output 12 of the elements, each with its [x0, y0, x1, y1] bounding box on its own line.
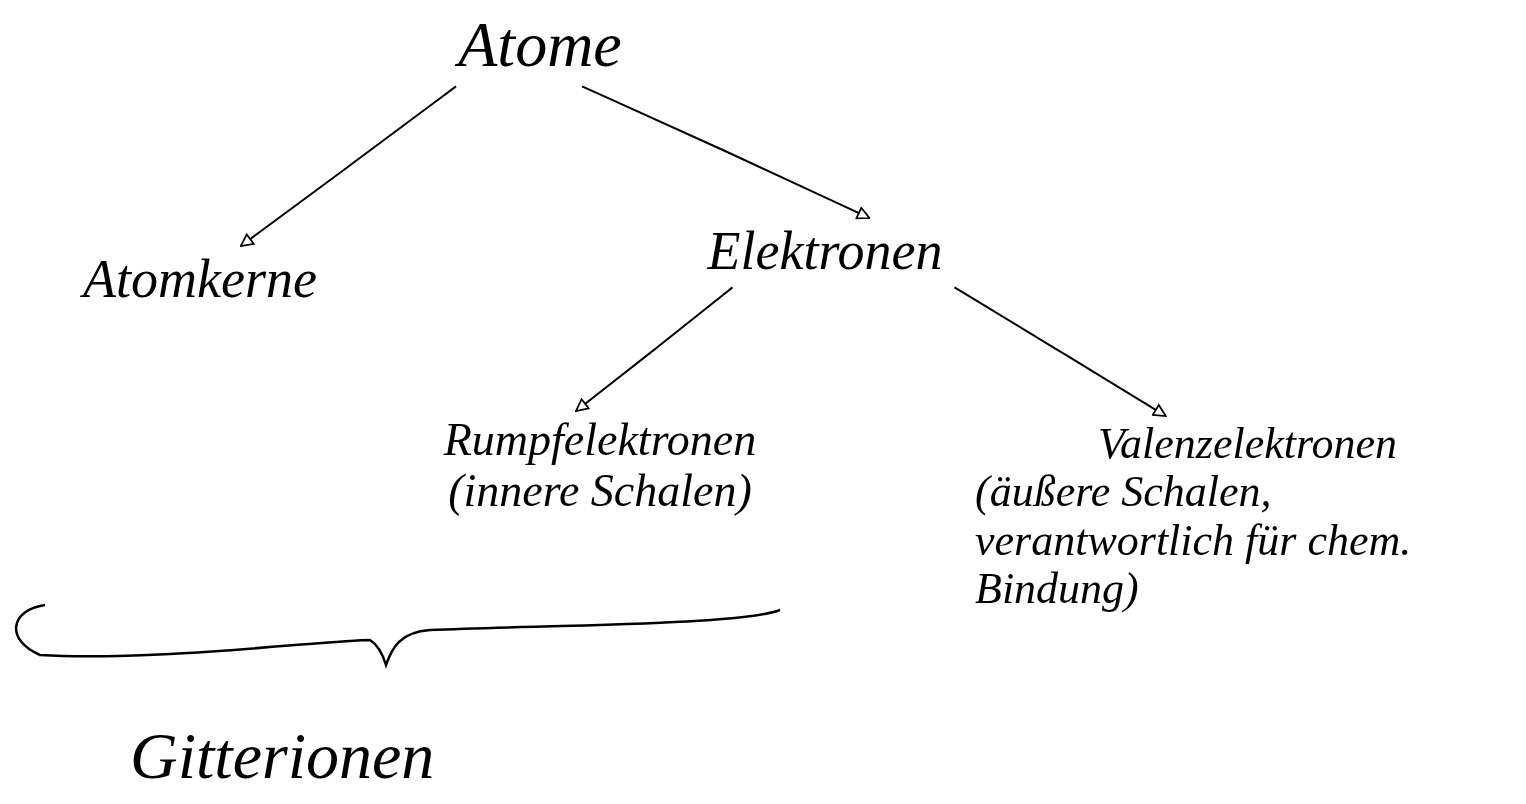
node-label: Atome	[400, 10, 680, 81]
node-label: Elektronen	[640, 222, 1010, 282]
node-note: (äußere Schalen, verantwortlich für chem. Bindung)	[975, 468, 1413, 614]
arrow	[575, 286, 734, 412]
arrow	[581, 85, 871, 220]
node-heading: Valenzelektronen	[1097, 420, 1398, 469]
node-label: Atomkerne	[30, 250, 370, 310]
arrow	[953, 286, 1167, 417]
node-heading: Rumpfelektronen	[442, 415, 758, 466]
arrow	[239, 85, 457, 247]
group-label: Gitterionen	[130, 718, 435, 794]
node-note: (innere Schalen)	[448, 465, 752, 517]
